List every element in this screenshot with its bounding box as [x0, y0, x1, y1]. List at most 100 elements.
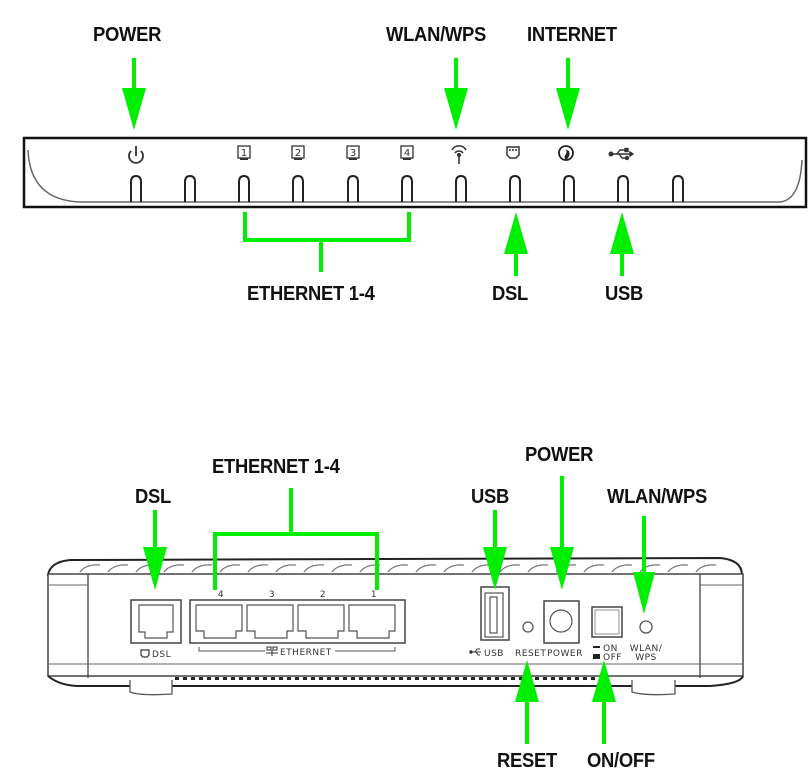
- wlan-wps-button[interactable]: [639, 620, 653, 634]
- vent-dash: [279, 677, 283, 680]
- back-label-dsl: DSL: [135, 486, 171, 508]
- vent-dash: [415, 677, 419, 680]
- ethernet-bracket-printed-right: [335, 647, 396, 652]
- vent-dash: [335, 677, 339, 680]
- led-slot: [292, 174, 304, 202]
- usb-port[interactable]: [480, 586, 510, 641]
- vent-dash: [511, 677, 515, 680]
- vent-dash: [263, 677, 267, 680]
- front-label-internet: INTERNET: [527, 24, 617, 46]
- led-slots: [130, 174, 684, 202]
- led-slot: [238, 174, 250, 202]
- ethernet-printed-icon: [266, 646, 278, 656]
- back-panel: DSL 4 3 2 1 ETHERNET USB RESET: [46, 556, 744, 696]
- vent-dash: [223, 677, 227, 680]
- vent-ridge: [191, 564, 213, 573]
- vent-dash: [319, 677, 323, 680]
- svg-text:4: 4: [404, 148, 410, 159]
- led-slot: [509, 174, 521, 202]
- vent-dash: [367, 677, 371, 680]
- usb-icon: [608, 147, 635, 161]
- vent-dash: [183, 677, 187, 680]
- vent-dash: [583, 677, 587, 680]
- vent-dash: [391, 677, 395, 680]
- vent-dash: [479, 677, 483, 680]
- ethernet-3-icon: 3: [346, 145, 360, 160]
- led-slot: [130, 174, 142, 202]
- vent-ridge: [639, 564, 661, 573]
- usb-printed-icon: [469, 648, 481, 656]
- vent-dash: [535, 677, 539, 680]
- vent-dash: [327, 677, 331, 680]
- led-slot: [617, 174, 629, 202]
- vent-dash: [287, 677, 291, 680]
- usb-printed-label: USB: [484, 649, 504, 659]
- globe-icon: [558, 145, 574, 161]
- on-printed-label: ON: [603, 644, 618, 654]
- vent-ridge: [275, 564, 297, 573]
- port-number-3: 3: [269, 590, 275, 600]
- front-panel-frame: [22, 136, 808, 209]
- led-slot: [455, 174, 467, 202]
- arrow-internet-down: [556, 58, 580, 130]
- on-off-switch[interactable]: [591, 606, 623, 638]
- ethernet-port[interactable]: [246, 604, 294, 639]
- vent-dash: [351, 677, 355, 680]
- ethernet-bracket-printed-left: [198, 647, 265, 652]
- vent-dash: [575, 677, 579, 680]
- front-panel: 1 2 3 4: [22, 136, 808, 209]
- vent-dash: [567, 677, 571, 680]
- wlan-printed-label-1: WLAN/: [630, 644, 663, 654]
- vent-dash: [447, 677, 451, 680]
- vent-ridge: [443, 564, 465, 573]
- vent-dash: [543, 677, 547, 680]
- back-label-ethernet: ETHERNET 1-4: [212, 456, 340, 478]
- arrow-power-down: [122, 58, 146, 130]
- vent-dash: [471, 677, 475, 680]
- arrow-usb-down: [483, 510, 507, 590]
- vent-dash: [383, 677, 387, 680]
- vent-dash: [359, 677, 363, 680]
- bottom-vents: [175, 677, 603, 680]
- vent-dash: [495, 677, 499, 680]
- vent-dash: [375, 677, 379, 680]
- ethernet-bracket: [243, 212, 411, 272]
- reset-printed-label: RESET: [515, 649, 546, 659]
- led-slot: [347, 174, 359, 202]
- back-label-power: POWER: [525, 444, 594, 466]
- front-label-dsl: DSL: [492, 283, 528, 305]
- arrow-wlan-down: [444, 58, 468, 130]
- back-label-wlan-wps: WLAN/WPS: [607, 486, 708, 508]
- wlan-printed-label-2: WPS: [635, 653, 657, 663]
- vent-dash: [207, 677, 211, 680]
- vent-dash: [303, 677, 307, 680]
- ethernet-port[interactable]: [297, 604, 345, 639]
- svg-text:3: 3: [350, 148, 356, 159]
- vent-ridge: [415, 564, 437, 573]
- off-mark: [593, 654, 600, 659]
- ethernet-4-icon: 4: [400, 145, 414, 160]
- vent-dash: [407, 677, 411, 680]
- ethernet-2-icon: 2: [291, 145, 305, 160]
- vent-dash: [271, 677, 275, 680]
- vent-ridge: [331, 564, 353, 573]
- vent-ridge: [163, 564, 185, 573]
- dsl-port[interactable]: [130, 599, 182, 644]
- power-printed-label: POWER: [547, 649, 583, 659]
- back-label-on-off: ON/OFF: [587, 750, 655, 772]
- led-slot: [184, 174, 196, 202]
- front-label-usb: USB: [605, 283, 644, 305]
- arrow-power-down-back: [550, 476, 574, 590]
- off-printed-label: OFF: [603, 653, 622, 663]
- vent-ridge: [247, 564, 269, 573]
- power-jack[interactable]: [543, 600, 580, 644]
- power-icon: [128, 146, 144, 164]
- vent-dash: [199, 677, 203, 680]
- vent-dash: [247, 677, 251, 680]
- back-label-reset: RESET: [497, 750, 557, 772]
- ethernet-bracket-back: [213, 488, 379, 590]
- reset-button[interactable]: [522, 621, 534, 633]
- ethernet-port[interactable]: [195, 604, 243, 639]
- ethernet-port[interactable]: [348, 604, 396, 639]
